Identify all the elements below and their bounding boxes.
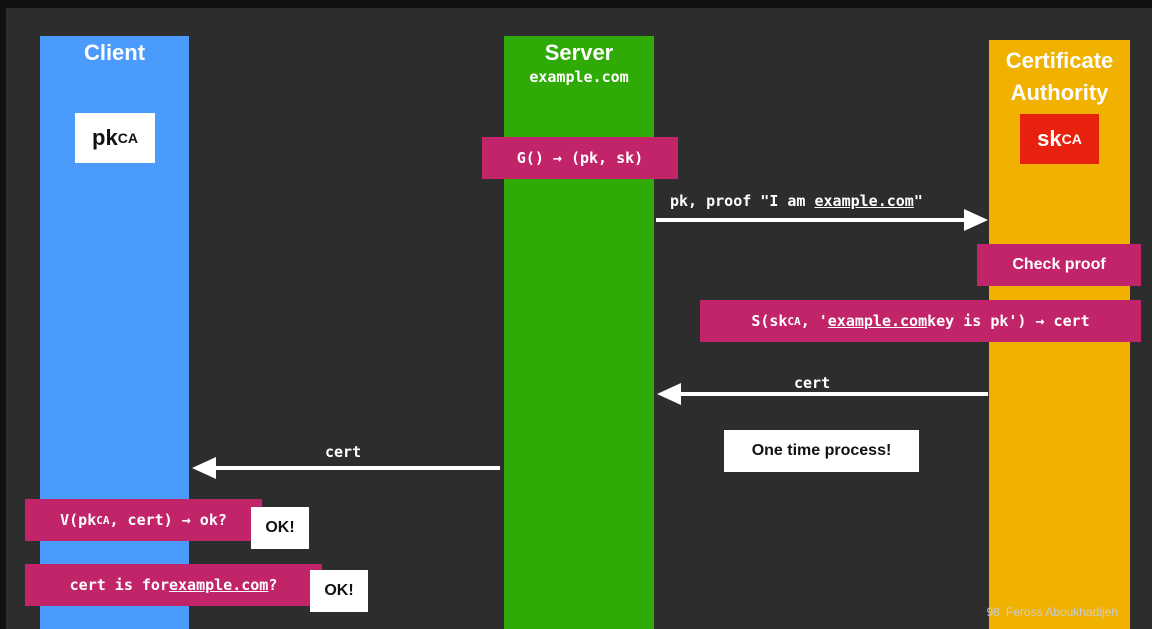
check-domain-domain: example.com (168, 576, 269, 594)
send-label-pre: pk, proof "I am (670, 192, 815, 210)
author-name: Feross Aboukhadijeh (1005, 605, 1118, 619)
check-domain-pre: cert is for (69, 576, 169, 594)
send-label-post: " (913, 192, 923, 210)
slide: Client Server example.com Certificate Au… (6, 8, 1152, 629)
page-number: 98 (986, 605, 1000, 619)
server-subtitle: example.com (529, 68, 629, 86)
verify-post: , cert) → ok? (109, 511, 227, 529)
cert-back-label: cert (794, 374, 831, 392)
arrows-layer (192, 209, 988, 479)
sign-mid: , ' (800, 312, 828, 330)
arrow-ca-to-server (657, 383, 988, 405)
sign-pre: S(sk (751, 312, 788, 330)
sign-domain: example.com (827, 312, 928, 330)
check-domain-ok-badge: OK! (310, 570, 368, 612)
one-time-process-note: One time process! (724, 430, 919, 472)
check-domain-post: ? (268, 576, 278, 594)
check-proof-step: Check proof (977, 244, 1141, 286)
ca-key-base: sk (1037, 126, 1062, 151)
verify-pre: V(pk (60, 511, 97, 529)
arrow-server-to-client (192, 457, 500, 479)
ca-key-sub: CA (1061, 131, 1082, 147)
server-column: Server example.com (504, 36, 654, 629)
slide-footer: 98 Feross Aboukhadijeh (987, 605, 1118, 619)
ca-title: Certificate Authority (989, 45, 1130, 109)
send-label-domain: example.com (814, 192, 914, 210)
verify-sub: CA (96, 513, 110, 527)
client-key-base: pk (92, 125, 118, 150)
cert-to-client-label: cert (325, 443, 362, 461)
ca-title-line2: Authority (1010, 80, 1109, 105)
sign-sub: CA (787, 314, 801, 328)
client-key-sub: CA (117, 130, 138, 146)
sign-post: key is pk') → cert (927, 312, 1090, 330)
check-domain-step: cert is for example.com? (25, 564, 322, 606)
arrow-server-to-ca (656, 209, 988, 231)
keygen-step: G() → (pk, sk) (482, 137, 678, 179)
send-pk-proof-label: pk, proof "I am example.com" (670, 192, 923, 210)
ca-title-line1: Certificate (1005, 48, 1114, 73)
server-title: Server (544, 40, 614, 65)
verify-ok-badge: OK! (251, 507, 309, 549)
client-title: Client (83, 40, 146, 65)
